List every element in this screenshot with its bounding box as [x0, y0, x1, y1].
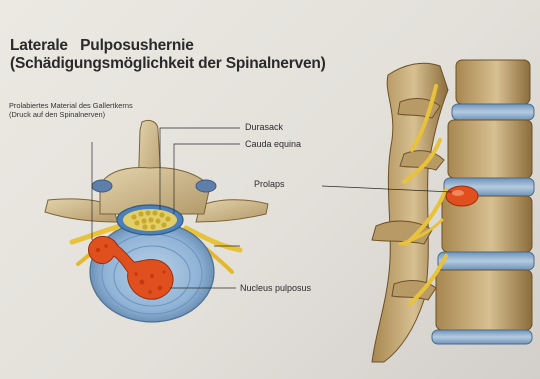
vertebral-body-4	[436, 270, 532, 330]
prolapse-bulge	[446, 186, 478, 206]
lateral-spine-view	[372, 60, 534, 362]
intervertebral-disc-3	[438, 252, 534, 270]
prolaps-label: Prolaps	[254, 179, 285, 189]
left-facet	[92, 180, 112, 192]
axial-vertebra-view	[45, 120, 268, 322]
vertebral-body-1	[456, 60, 530, 104]
durasack-label: Durasack	[245, 122, 283, 132]
vertebral-body-2	[448, 120, 532, 178]
prolaps-leader-line	[322, 186, 452, 192]
intervertebral-disc-1	[452, 104, 534, 120]
right-facet	[196, 180, 216, 192]
prolapse-highlight	[452, 190, 464, 196]
intervertebral-disc-4	[432, 330, 532, 344]
nucleus-pulposus-label: Nucleus pulposus	[240, 283, 311, 293]
cauda-equina-label: Cauda equina	[245, 139, 301, 149]
